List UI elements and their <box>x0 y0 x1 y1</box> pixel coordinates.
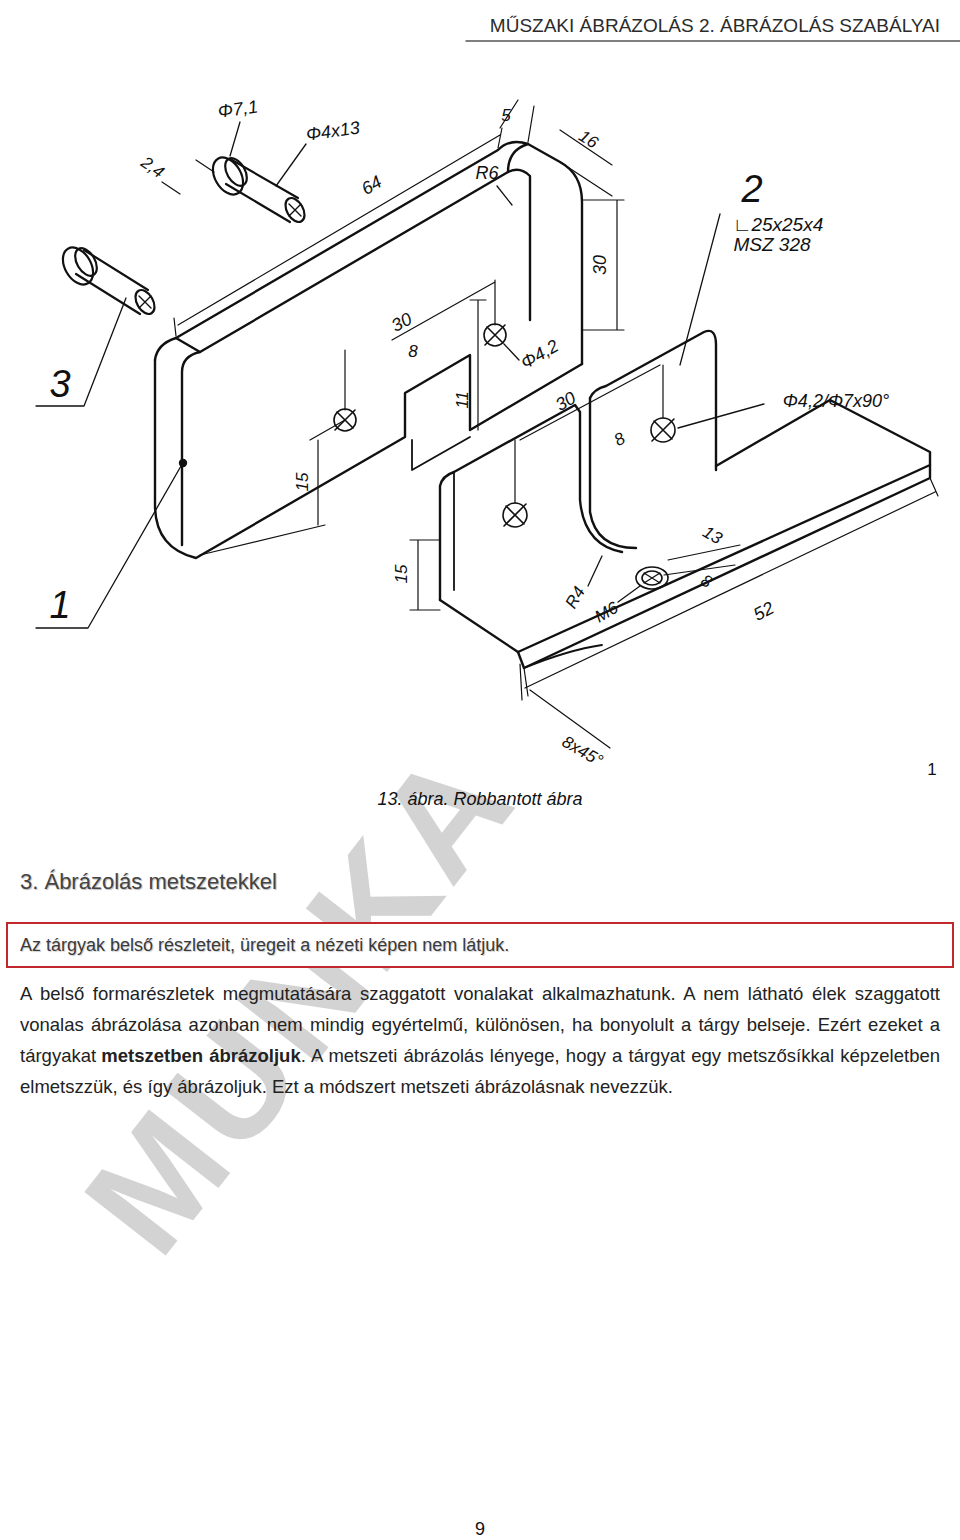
bar-part <box>155 142 582 558</box>
dimension-text: 16 <box>575 127 601 153</box>
leader-line <box>36 122 764 628</box>
dimension-line <box>162 100 938 748</box>
dimension-text: 2,4 <box>137 154 167 183</box>
dimension-text: M6 <box>592 599 622 627</box>
dimension-text: 30 <box>389 310 416 337</box>
figure-caption: 13. ábra. Robbantott ábra <box>377 790 582 810</box>
dimension-text: ∟25x25x4 <box>733 215 823 236</box>
page-number: 1 <box>927 761 936 780</box>
dimension-text: MSZ 328 <box>733 235 810 256</box>
dimension-text: 30 <box>591 255 611 275</box>
dimension-text: Φ4,2/Φ7x90° <box>783 392 889 412</box>
callout-number: 3 <box>49 364 70 406</box>
dimension-text: 13 <box>699 523 725 549</box>
angle-bracket <box>440 331 930 668</box>
callout-number: 2 <box>741 169 762 211</box>
dimension-text: 11 <box>454 391 473 409</box>
hole-mark <box>334 324 506 431</box>
dimension-text: 15 <box>294 473 313 492</box>
page-number: 9 <box>475 1520 485 1540</box>
dimension-text: 8 <box>611 430 629 451</box>
running-header: MŰSZAKI ÁBRÁZOLÁS 2. ÁBRÁZOLÁS SZABÁLYAI <box>490 16 940 37</box>
dimension-text: 30 <box>552 388 579 415</box>
callout-number: 1 <box>49 585 70 627</box>
dimension-text: 8x45° <box>558 733 605 771</box>
dimension-text: Φ4x13 <box>305 118 361 145</box>
dimension-text: 64 <box>358 172 385 199</box>
dimension-text: Φ4,2 <box>518 336 563 373</box>
section-heading: 3. Ábrázolás metszetekkel <box>20 870 277 894</box>
box-text: Az tárgyak belső részleteit, üregeit a n… <box>20 935 509 956</box>
dimension-text: R4 <box>562 584 589 612</box>
pin <box>207 152 309 225</box>
body-paragraph: A belső formarészletek megmutatására sza… <box>20 978 940 1102</box>
dimension-text: Φ7,1 <box>217 97 259 122</box>
dimension-text: R6 <box>475 164 498 184</box>
highlight-box: Az tárgyak belső részleteit, üregeit a n… <box>6 922 954 968</box>
header-rule <box>466 40 960 42</box>
dimension-text: 15 <box>393 565 412 584</box>
dimension-text: 8 <box>408 343 417 362</box>
hole-mark <box>503 418 675 589</box>
dimension-text: 5 <box>501 107 510 126</box>
dimension-text: 52 <box>751 599 778 626</box>
emphasis-text: metszetben ábrázoljuk <box>101 1045 300 1066</box>
pin <box>57 242 159 317</box>
dimension-text: 8 <box>697 572 715 593</box>
